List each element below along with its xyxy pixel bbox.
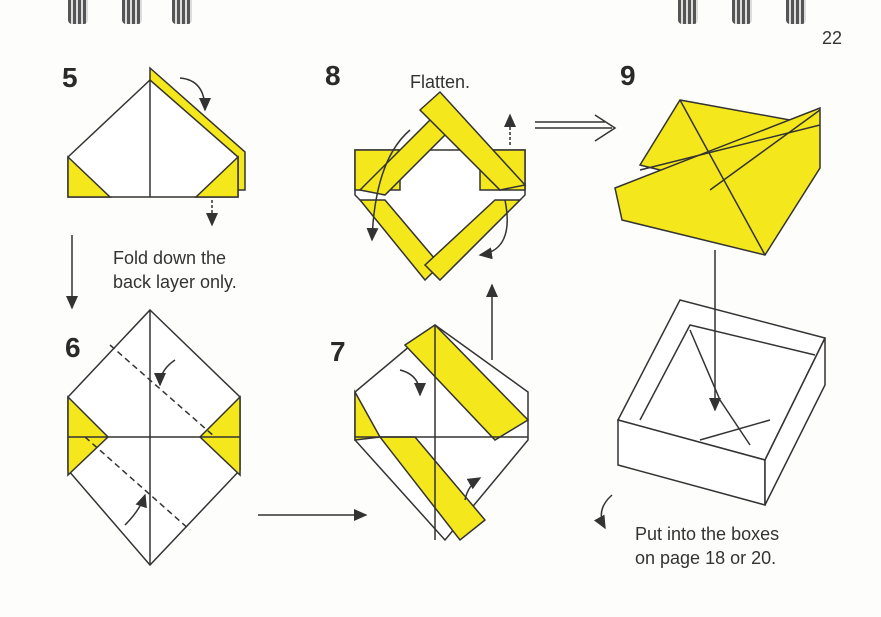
step-5-caption: Fold down the back layer only. <box>113 246 237 294</box>
binding-ring <box>678 0 698 24</box>
caption-line: on page 18 or 20. <box>635 548 777 568</box>
step-8-caption: Flatten. <box>410 72 471 92</box>
step-7-number: 7 <box>330 336 346 367</box>
step-6-number: 6 <box>65 332 81 363</box>
step-8-diagram <box>354 90 527 282</box>
step-5-diagram <box>67 66 246 227</box>
step-9-diagram <box>614 99 821 256</box>
binding-ring <box>68 0 88 24</box>
binding-ring <box>786 0 806 24</box>
caption-line: Put into the boxes <box>635 524 780 544</box>
arrow-double-right <box>535 114 617 142</box>
caption-line: back layer only. <box>113 272 237 292</box>
step-5-number: 5 <box>62 62 78 93</box>
step-7-diagram <box>354 324 530 542</box>
step-8-number: 8 <box>325 60 341 91</box>
binding-ring <box>122 0 142 24</box>
curved-pointer <box>593 494 613 530</box>
step-6-diagram <box>67 308 241 567</box>
step-9-caption: Put into the boxes on page 18 or 20. <box>635 522 779 570</box>
caption-line: Fold down the <box>113 248 227 268</box>
binding-ring <box>732 0 752 24</box>
box-diagram <box>616 299 827 506</box>
binding-ring <box>172 0 192 24</box>
page-number: 22 <box>822 28 843 48</box>
step-9-number: 9 <box>620 60 636 91</box>
